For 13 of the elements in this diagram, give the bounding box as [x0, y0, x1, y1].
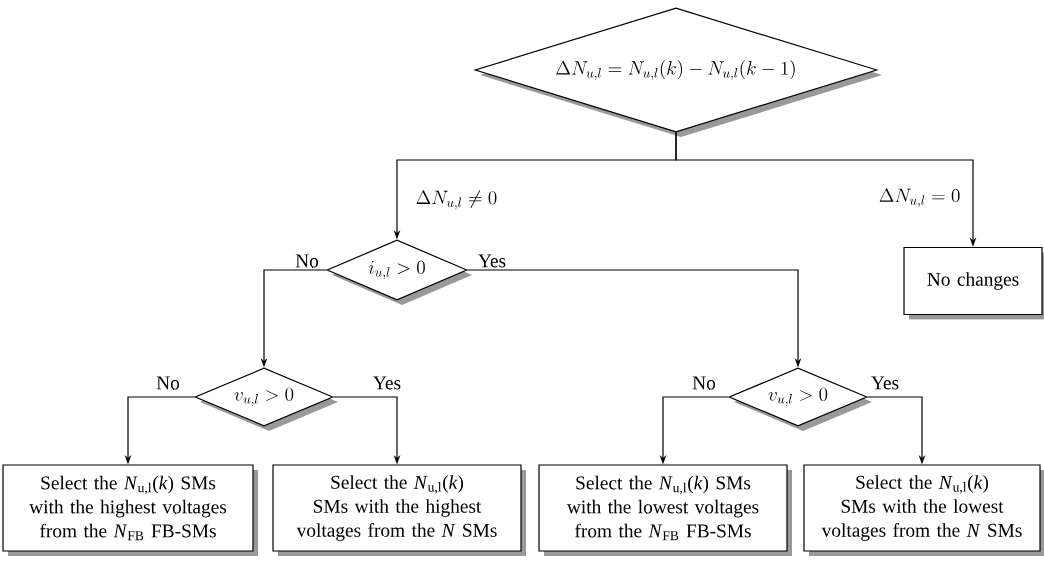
- process-box: Select the N$_{u,l}$(k) SMs with the lowest voltages from the N SMs: [803, 464, 1044, 556]
- process-box: Select the N$_{u,l}$(k) SMs with the lowest voltages from the N$_{FB}$ FB-SMs: [538, 464, 792, 556]
- process-box: Select the N$_{u,l}$(k) SMs with the highest voltages from the N$_{FB}$ FB-SMs: [2, 464, 258, 556]
- edge-label: $\Delta N_{u,l} = 0$: [879, 188, 960, 208]
- edge-label: No: [156, 376, 180, 390]
- process-box: No changes: [903, 246, 1044, 320]
- edge-label: No: [692, 376, 716, 390]
- edge-label: No: [295, 254, 319, 268]
- edge-label: $\Delta N_{u,l} \neq 0$: [416, 190, 497, 210]
- process-box: Select the N$_{u,l}$(k) SMs with the highest voltages from the N SMs: [272, 464, 526, 556]
- edge-label: Yes: [373, 376, 401, 390]
- edge-label: Yes: [478, 254, 506, 268]
- edge-label: Yes: [871, 376, 899, 390]
